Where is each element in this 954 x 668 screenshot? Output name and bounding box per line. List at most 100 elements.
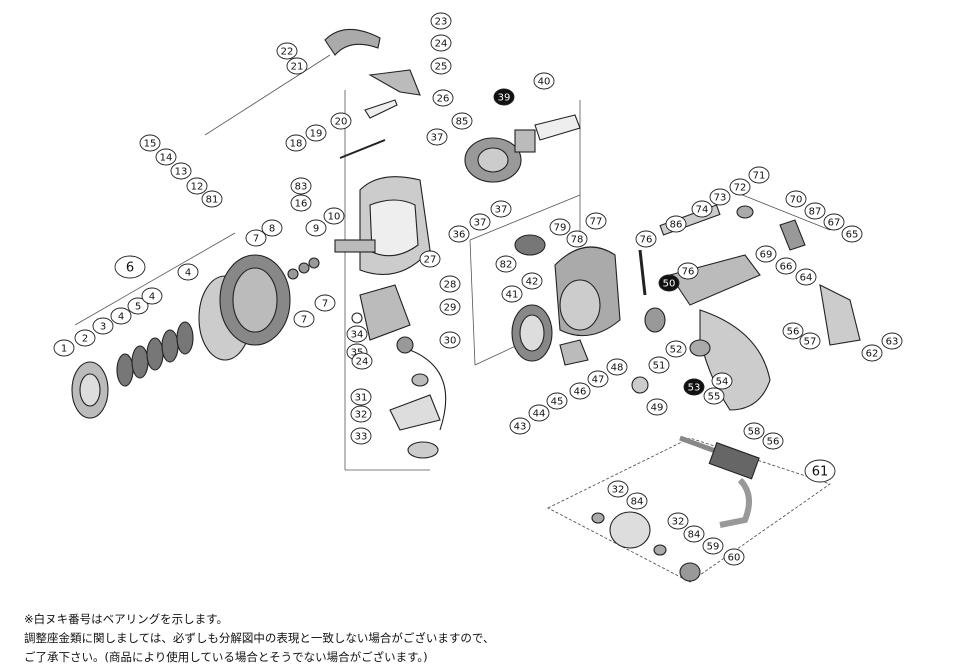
callout-82: 82 bbox=[495, 255, 517, 273]
callout-76: 76 bbox=[677, 262, 699, 280]
callout-53: 53 bbox=[683, 378, 705, 396]
callout-2: 2 bbox=[74, 329, 96, 347]
washer-note-line2: ご了承下さい。(商品により使用している場合とそうでない場合がございます。) bbox=[24, 650, 428, 664]
svg-text:74: 74 bbox=[696, 205, 709, 216]
callout-4: 4 bbox=[177, 263, 199, 281]
callout-4: 4 bbox=[110, 307, 132, 325]
svg-text:18: 18 bbox=[290, 139, 303, 150]
svg-text:60: 60 bbox=[728, 553, 741, 564]
callout-60: 60 bbox=[723, 548, 745, 566]
callout-70: 70 bbox=[785, 190, 807, 208]
callout-78: 78 bbox=[566, 230, 588, 248]
callout-14: 14 bbox=[155, 148, 177, 166]
callout-45: 45 bbox=[546, 392, 568, 410]
svg-text:69: 69 bbox=[760, 250, 773, 261]
callout-47: 47 bbox=[587, 370, 609, 388]
svg-text:48: 48 bbox=[611, 363, 624, 374]
svg-text:72: 72 bbox=[734, 183, 747, 194]
callout-7: 7 bbox=[293, 310, 315, 328]
svg-text:8: 8 bbox=[269, 224, 275, 235]
callout-13: 13 bbox=[170, 162, 192, 180]
svg-text:49: 49 bbox=[651, 403, 664, 414]
svg-text:42: 42 bbox=[526, 277, 539, 288]
callout-84: 84 bbox=[626, 492, 648, 510]
callout-46: 46 bbox=[569, 382, 591, 400]
svg-text:56: 56 bbox=[767, 437, 780, 448]
callout-1: 1 bbox=[53, 339, 75, 357]
svg-text:45: 45 bbox=[551, 397, 564, 408]
callout-64: 64 bbox=[795, 268, 817, 286]
svg-text:31: 31 bbox=[355, 393, 368, 404]
svg-text:53: 53 bbox=[688, 383, 701, 394]
svg-text:59: 59 bbox=[707, 542, 720, 553]
svg-text:66: 66 bbox=[780, 262, 793, 273]
svg-text:87: 87 bbox=[809, 207, 822, 218]
callout-6: 6 bbox=[114, 255, 146, 279]
callout-85: 85 bbox=[451, 112, 473, 130]
callout-56: 56 bbox=[762, 432, 784, 450]
callout-21: 21 bbox=[286, 57, 308, 75]
svg-text:4: 4 bbox=[149, 292, 155, 303]
callout-61: 61 bbox=[804, 459, 836, 483]
svg-text:78: 78 bbox=[571, 235, 584, 246]
svg-text:27: 27 bbox=[424, 255, 437, 266]
svg-text:35: 35 bbox=[351, 348, 364, 359]
callout-48: 48 bbox=[606, 358, 628, 376]
callout-73: 73 bbox=[709, 188, 731, 206]
svg-text:34: 34 bbox=[351, 330, 364, 341]
callout-7: 7 bbox=[245, 229, 267, 247]
svg-text:21: 21 bbox=[291, 62, 304, 73]
callout-83: 83 bbox=[290, 177, 312, 195]
callout-31: 31 bbox=[350, 388, 372, 406]
svg-text:26: 26 bbox=[437, 94, 450, 105]
svg-text:73: 73 bbox=[714, 193, 727, 204]
callout-62: 62 bbox=[861, 344, 883, 362]
callout-19: 19 bbox=[305, 124, 327, 142]
callout-23: 23 bbox=[430, 12, 452, 30]
svg-text:13: 13 bbox=[175, 167, 188, 178]
callout-43: 43 bbox=[509, 417, 531, 435]
svg-text:3: 3 bbox=[100, 322, 106, 333]
callout-87: 87 bbox=[804, 202, 826, 220]
callout-40: 40 bbox=[533, 72, 555, 90]
callout-18: 18 bbox=[285, 134, 307, 152]
svg-text:79: 79 bbox=[554, 223, 567, 234]
svg-text:61: 61 bbox=[812, 465, 829, 480]
svg-text:76: 76 bbox=[640, 235, 653, 246]
svg-text:86: 86 bbox=[670, 220, 683, 231]
svg-text:7: 7 bbox=[301, 315, 307, 326]
callout-55: 55 bbox=[703, 387, 725, 405]
callout-57: 57 bbox=[799, 332, 821, 350]
callout-86: 86 bbox=[665, 215, 687, 233]
svg-text:76: 76 bbox=[682, 267, 695, 278]
callout-41: 41 bbox=[501, 285, 523, 303]
callout-27: 27 bbox=[419, 250, 441, 268]
callout-26: 26 bbox=[432, 89, 454, 107]
svg-text:37: 37 bbox=[431, 133, 444, 144]
svg-text:82: 82 bbox=[500, 260, 513, 271]
svg-text:71: 71 bbox=[753, 171, 766, 182]
callout-8: 8 bbox=[261, 219, 283, 237]
svg-text:24: 24 bbox=[435, 39, 448, 50]
svg-text:15: 15 bbox=[144, 139, 157, 150]
svg-text:9: 9 bbox=[313, 224, 319, 235]
svg-text:55: 55 bbox=[708, 392, 721, 403]
callout-63: 63 bbox=[881, 332, 903, 350]
svg-text:77: 77 bbox=[590, 217, 603, 228]
svg-text:7: 7 bbox=[322, 299, 328, 310]
callout-79: 79 bbox=[549, 218, 571, 236]
callout-84: 84 bbox=[683, 525, 705, 543]
svg-text:5: 5 bbox=[135, 302, 141, 313]
svg-text:4: 4 bbox=[185, 268, 191, 279]
svg-text:57: 57 bbox=[804, 337, 817, 348]
svg-text:37: 37 bbox=[495, 205, 508, 216]
svg-text:32: 32 bbox=[355, 410, 368, 421]
callout-77: 77 bbox=[585, 212, 607, 230]
callout-34: 34 bbox=[346, 325, 368, 343]
svg-text:12: 12 bbox=[191, 182, 204, 193]
callout-67: 67 bbox=[823, 213, 845, 231]
callout-49: 49 bbox=[646, 398, 668, 416]
svg-text:84: 84 bbox=[688, 530, 701, 541]
